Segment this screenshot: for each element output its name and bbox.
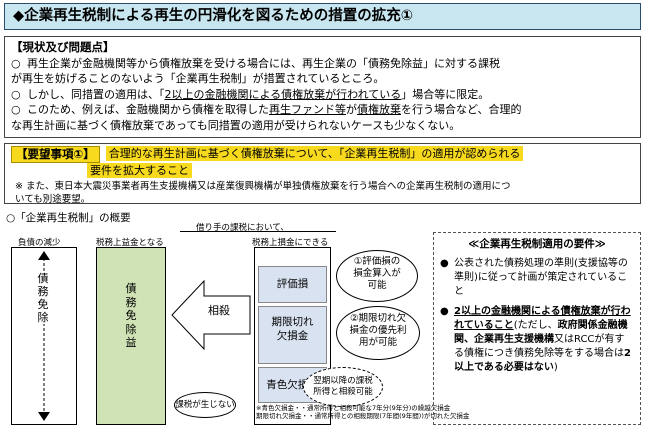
circle-bullet: ○ (11, 103, 21, 117)
diagram-footnote: ※青色欠損金・・通常所得と相殺可能な7年分(9年分)の繰越欠損金 期限切れ欠損金… (256, 404, 469, 420)
status-text-1a: 再生企業が金融機関等から債権放棄を受ける場合には、再生企業の「債務免除益」に対す… (27, 56, 500, 70)
status-text-2a: しかし、同措置の適用は、「 (27, 87, 165, 101)
bubble1-line-2: 損金算入が (353, 268, 401, 279)
left-arrow-icon (171, 279, 251, 351)
request-text-2: 要件を拡大すること (87, 163, 192, 178)
footnote-1: ※青色欠損金・・通常所得と相殺可能な7年分(9年分)の繰越欠損金 (256, 404, 451, 412)
offset-label: 相殺 (208, 304, 230, 317)
status-text-2b: 」場合等に限定。 (401, 87, 490, 101)
requirements-heading: ≪企業再生税制適用の要件≫ (468, 238, 606, 250)
bubble2-line-2: 損金の優先利 (349, 325, 407, 336)
status-paragraph-1: ○ 再生企業が金融機関等から債権放棄を受ける場合には、再生企業の「債務免除益」に… (11, 56, 634, 72)
requirement-2-text: 2以上の金融機関による債権放棄が行われていること(ただし、政府関係金融機関、企業… (454, 305, 634, 375)
label-taxable-gain: 税務上益金となる (96, 238, 164, 248)
bubble-expiring-loss: ②期限切れ欠 損金の優先利 用が可能 (336, 306, 420, 360)
requirement-2: ● 2以上の金融機関による債権放棄が行われていること(ただし、政府関係金融機関、… (440, 305, 634, 375)
bullet-icon: ● (440, 306, 449, 317)
requirement-2-b: 政府関係金融機関、企業再生支援機構 (454, 320, 628, 345)
requirement-2-d: 2以上である必要はない (454, 348, 631, 373)
bubble1-line-1: ①評価損の (353, 256, 401, 267)
requirement-2-e: ) (553, 362, 558, 373)
request-row: 【要望事項①】 合理的な再生計画に基づく債権放棄について、「企業再生税制」の適用… (11, 146, 634, 163)
bubble-no-tax: 課税が生じない (174, 392, 236, 418)
requirement-2-c: 又はRCCが有する債権につき債務免除等をする場合は (454, 334, 625, 359)
status-text-1b: が再生を妨げることのないよう「企業再生税制」が措置されているところ。 (11, 72, 385, 86)
request-note-2: いても別途要望。 (15, 194, 91, 205)
status-heading: 【現状及び問題点】 (11, 40, 115, 54)
status-text-3c: な再生計画に基づく債権放棄であっても同措置の適用が受けられないケースも少なくない… (11, 118, 461, 132)
debt-forgiveness-text: 債務免除 (36, 272, 50, 324)
status-text-2: しかし、同措置の適用は、「2以上の金融機関による債権放棄が行われている」場合等に… (27, 87, 489, 103)
label-debt-reduction: 負債の減少 (18, 238, 61, 248)
borrower-tax-label: 借り手の課税において、 (196, 223, 289, 233)
status-text-3: このため、例えば、金融機関から債権を取得した再生ファンド等が債権放棄を行う場合な… (27, 102, 521, 118)
status-text-3u1: 再生ファンド等 (269, 103, 346, 117)
requirement-2-a: (ただし、 (513, 320, 558, 331)
requirement-1-text: 公表された債務処理の準則(支援協等の準則)に従って計画が策定されていること (454, 258, 628, 297)
expiring-loss-box: 期限切れ 欠損金 (258, 306, 327, 364)
requirement-2-underlined: 2以上の金融機関による債権放棄が行われていること (454, 306, 631, 331)
status-text-2u: 2以上の金融機関による債権放棄が行われている (164, 87, 402, 101)
request-section: 【要望事項①】 合理的な再生計画に基づく債権放棄について、「企業再生税制」の適用… (4, 143, 641, 206)
request-label: 【要望事項①】 (11, 146, 100, 163)
circle-bullet: ○ (11, 56, 21, 70)
request-note: ※ また、東日本大震災事業者再生支援機構又は産業復興機構が単独債権放棄を行う場合… (11, 180, 634, 206)
status-section: 【現状及び問題点】 ○ 再生企業が金融機関等から債権放棄を受ける場合には、再生企… (4, 36, 641, 138)
status-text-3m: が (346, 103, 357, 117)
status-text-3a: このため、例えば、金融機関から債権を取得した (27, 103, 269, 117)
status-paragraph-2: ○ しかし、同措置の適用は、「2以上の金融機関による債権放棄が行われている」場合… (11, 87, 634, 103)
request-text-1: 合理的な再生計画に基づく債権放棄について、「企業再生税制」の適用が認められる (105, 146, 524, 161)
overview-title: ○「企業再生税制」の概要 (6, 212, 131, 224)
bubble3-line-1: 翌期以降の課税 (313, 376, 373, 386)
expiring-loss-line-1: 期限切れ (271, 316, 314, 328)
footnote-2: 期限切れ欠損金・・通常所得との相殺期限(7年間(9年間))が切れた欠損金 (256, 412, 470, 420)
bullet-icon: ● (440, 258, 449, 269)
bubble-valuation-loss: ①評価損の 損金算入が 可能 (336, 250, 418, 302)
circle-bullet: ○ (11, 87, 21, 101)
valuation-loss-box: 評価損 (258, 266, 327, 303)
status-text-3b: を行う場合など、合理的 (401, 103, 522, 117)
bubble2-line-1: ②期限切れ欠 (349, 313, 407, 324)
expiring-loss-line-2: 欠損金 (276, 330, 309, 342)
status-paragraph-3: ○ このため、例えば、金融機関から債権を取得した再生ファンド等が債権放棄を行う場… (11, 102, 634, 118)
requirement-1: ● 公表された債務処理の準則(支援協等の準則)に従って計画が策定されていること (440, 257, 634, 299)
bubble-carryforward: 翌期以降の課税 所得と相殺可能 (303, 367, 383, 407)
bubble3-line-2: 所得と相殺可能 (313, 387, 373, 397)
request-note-1: ※ また、東日本大震災事業者再生支援機構又は産業復興機構が単独債権放棄を行う場合… (15, 181, 511, 192)
status-text-3u2: 債権放棄 (357, 103, 401, 117)
page-title: ◆企業再生税制による再生の円滑化を図るための措置の拡充① (4, 3, 641, 30)
divider (180, 231, 336, 232)
bubble1-line-3: 可能 (367, 280, 387, 291)
debt-gain-text: 債務免除益 (125, 282, 137, 349)
label-deductible-loss: 税務上損金にできる (252, 238, 329, 248)
requirements-panel: ≪企業再生税制適用の要件≫ ● 公表された債務処理の準則(支援協等の準則)に従っ… (433, 232, 641, 425)
gain-column (96, 247, 166, 425)
bubble2-line-3: 用が可能 (358, 337, 397, 348)
